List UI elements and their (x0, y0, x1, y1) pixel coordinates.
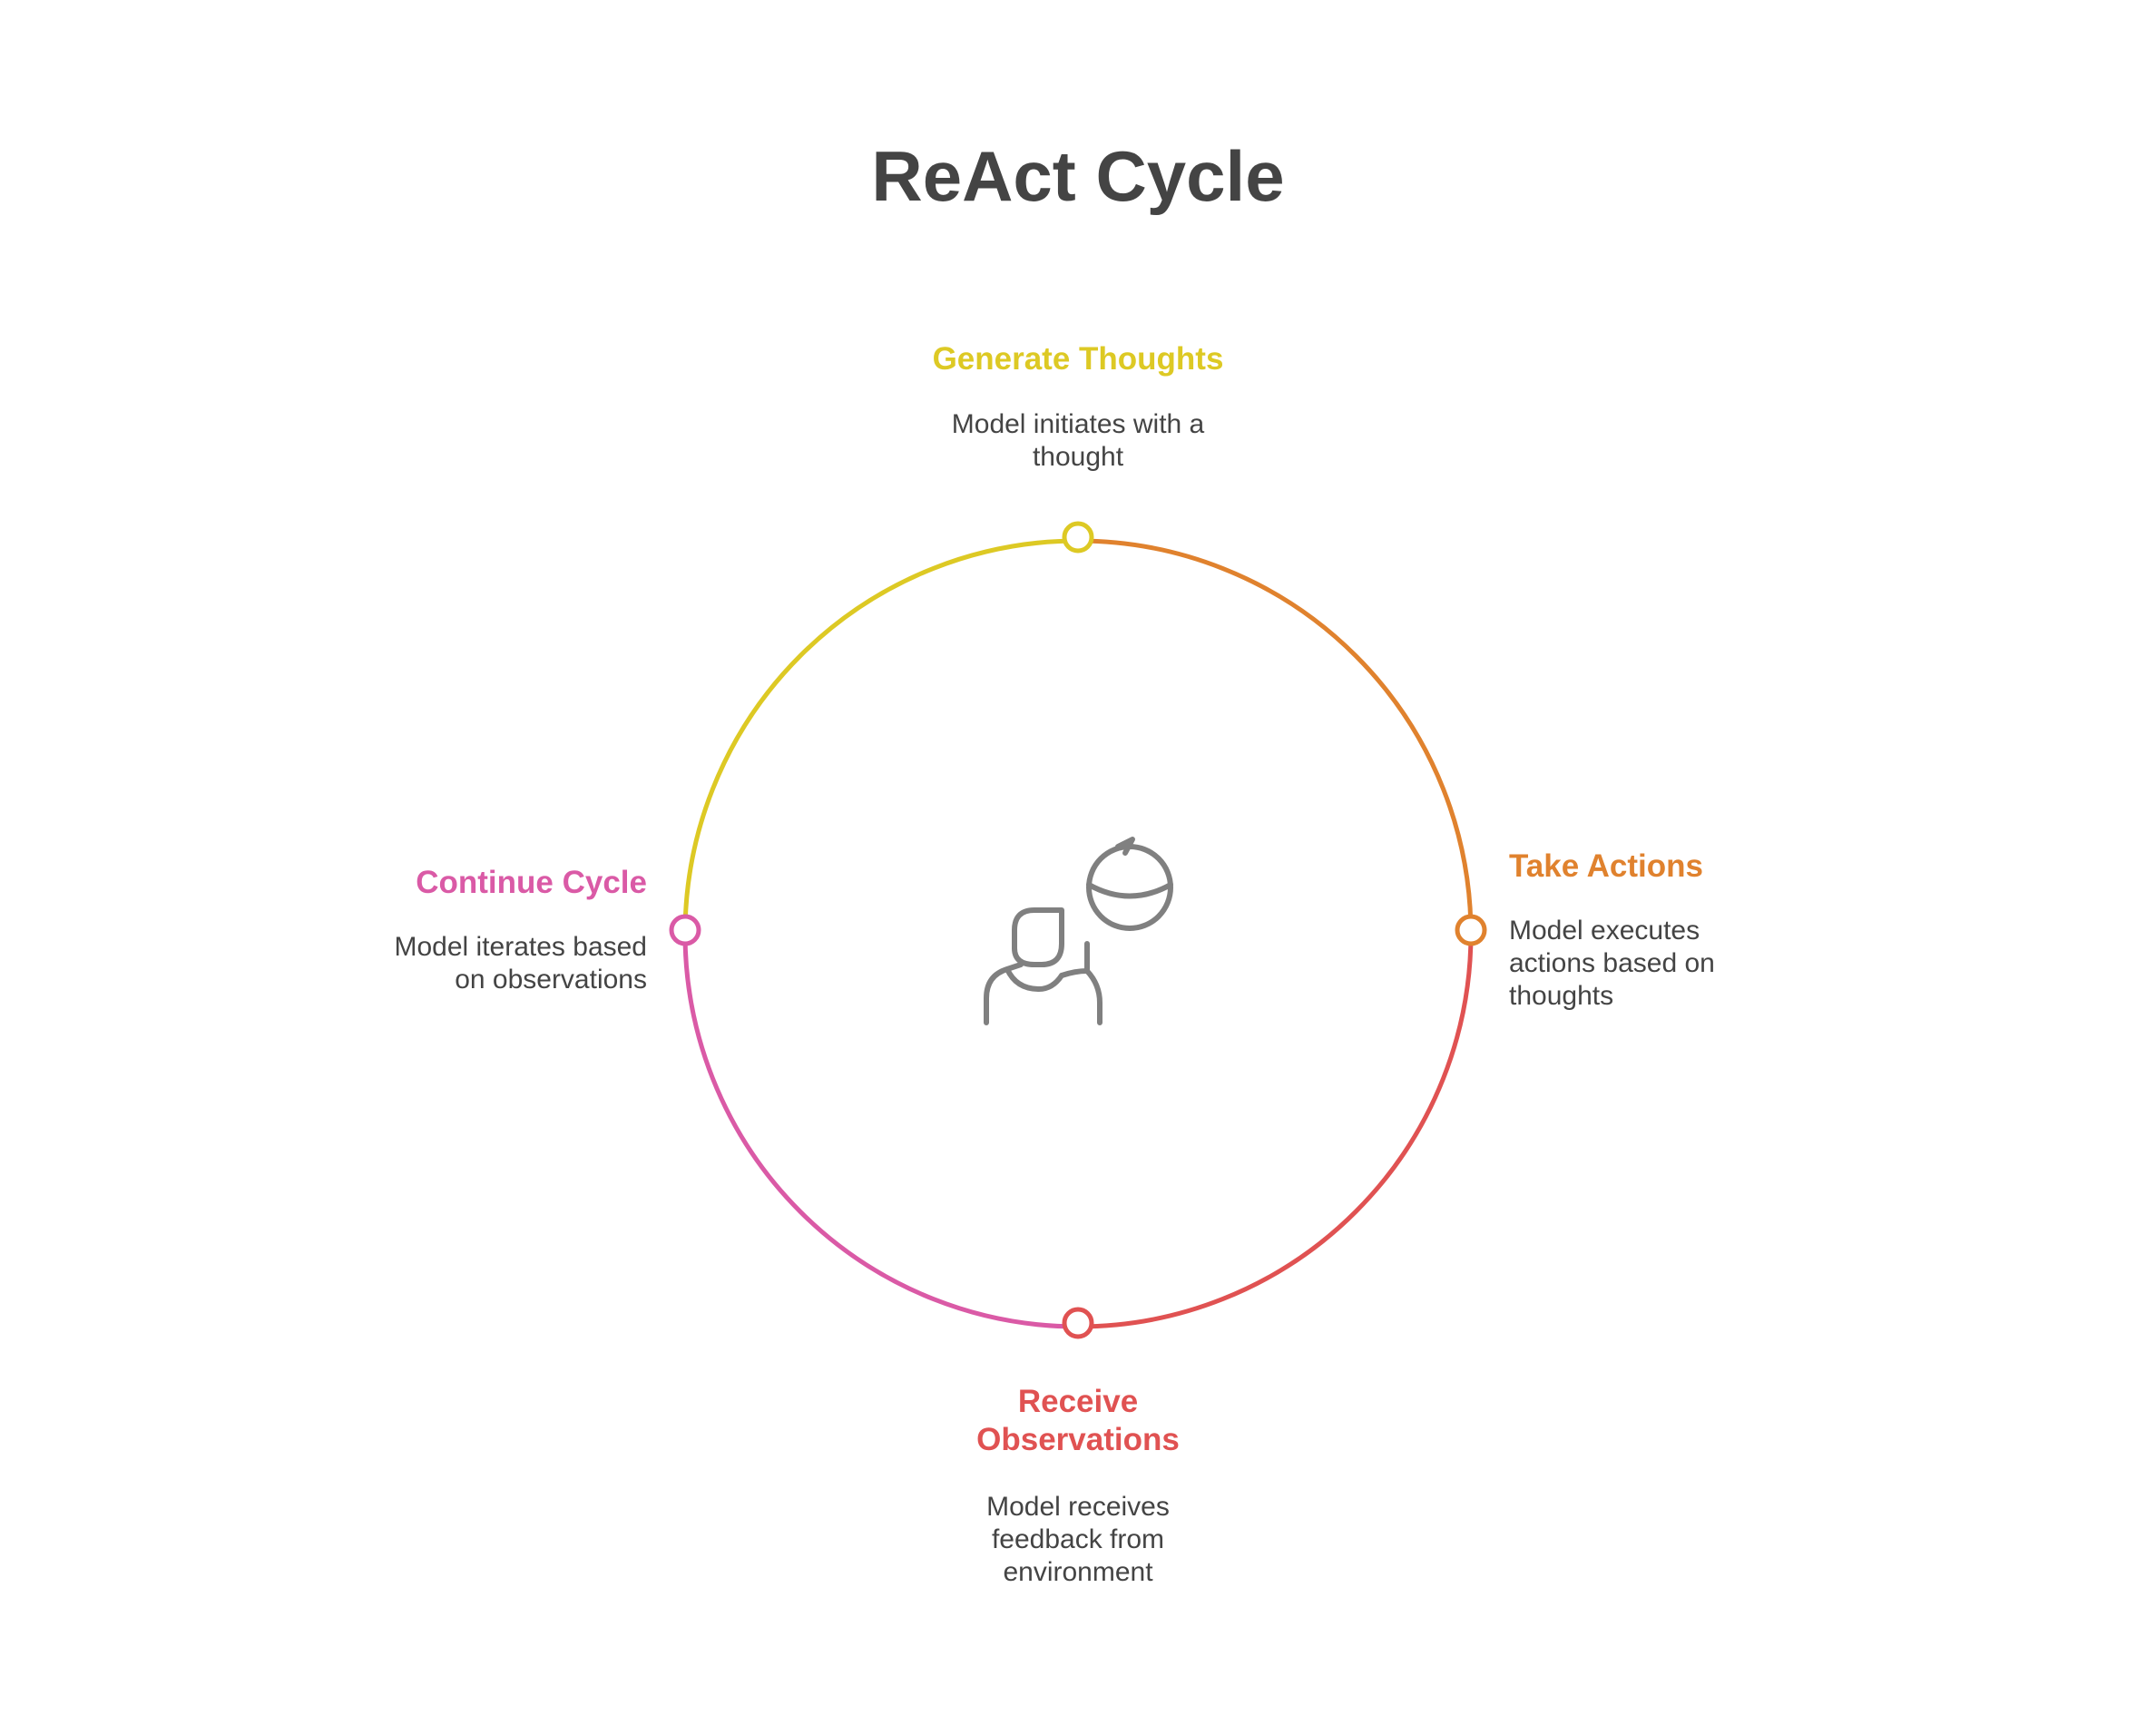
node-generate-thoughts (1062, 521, 1094, 554)
node-take-actions (1455, 914, 1487, 946)
label-line: Observations (976, 1422, 1180, 1457)
desc-line: Model initiates with a (951, 409, 1205, 439)
desc-line: Model receives (986, 1492, 1170, 1522)
arc-observations-to-continue (682, 933, 1079, 1329)
receive-observations-label: Receive Observations (851, 1383, 1305, 1459)
desc-line: Model executes (1509, 916, 1700, 946)
desc-line: feedback from (991, 1524, 1165, 1554)
page-title: ReAct Cycle (871, 136, 1285, 216)
person-with-cycle-icon (984, 837, 1173, 1025)
desc-line: actions based on (1509, 948, 1715, 978)
desc-line: on observations (455, 965, 647, 995)
desc-line: Model iterates based (394, 932, 648, 962)
desc-line: environment (1003, 1557, 1153, 1587)
take-actions-label: Take Actions (1509, 848, 1703, 884)
desc-line: thought (1032, 442, 1124, 472)
take-actions-desc: Model executes actions based on thoughts (1509, 915, 1872, 1013)
generate-thoughts-label: Generate Thoughts (932, 341, 1224, 377)
continue-cycle-desc: Model iterates based on observations (284, 931, 648, 996)
label-line: Receive (1017, 1384, 1139, 1419)
receive-observations-desc: Model receives feedback from environment (851, 1491, 1305, 1589)
node-continue-cycle (669, 914, 701, 946)
arc-actions-to-observations (1077, 933, 1474, 1329)
generate-thoughts-desc: Model initiates with a thought (851, 408, 1305, 474)
arc-continue-to-generate (682, 538, 1079, 935)
continue-cycle-label: Continue Cycle (416, 865, 647, 900)
desc-line: thoughts (1509, 981, 1614, 1011)
arc-generate-to-actions (1077, 538, 1474, 935)
node-receive-observations (1062, 1307, 1094, 1339)
